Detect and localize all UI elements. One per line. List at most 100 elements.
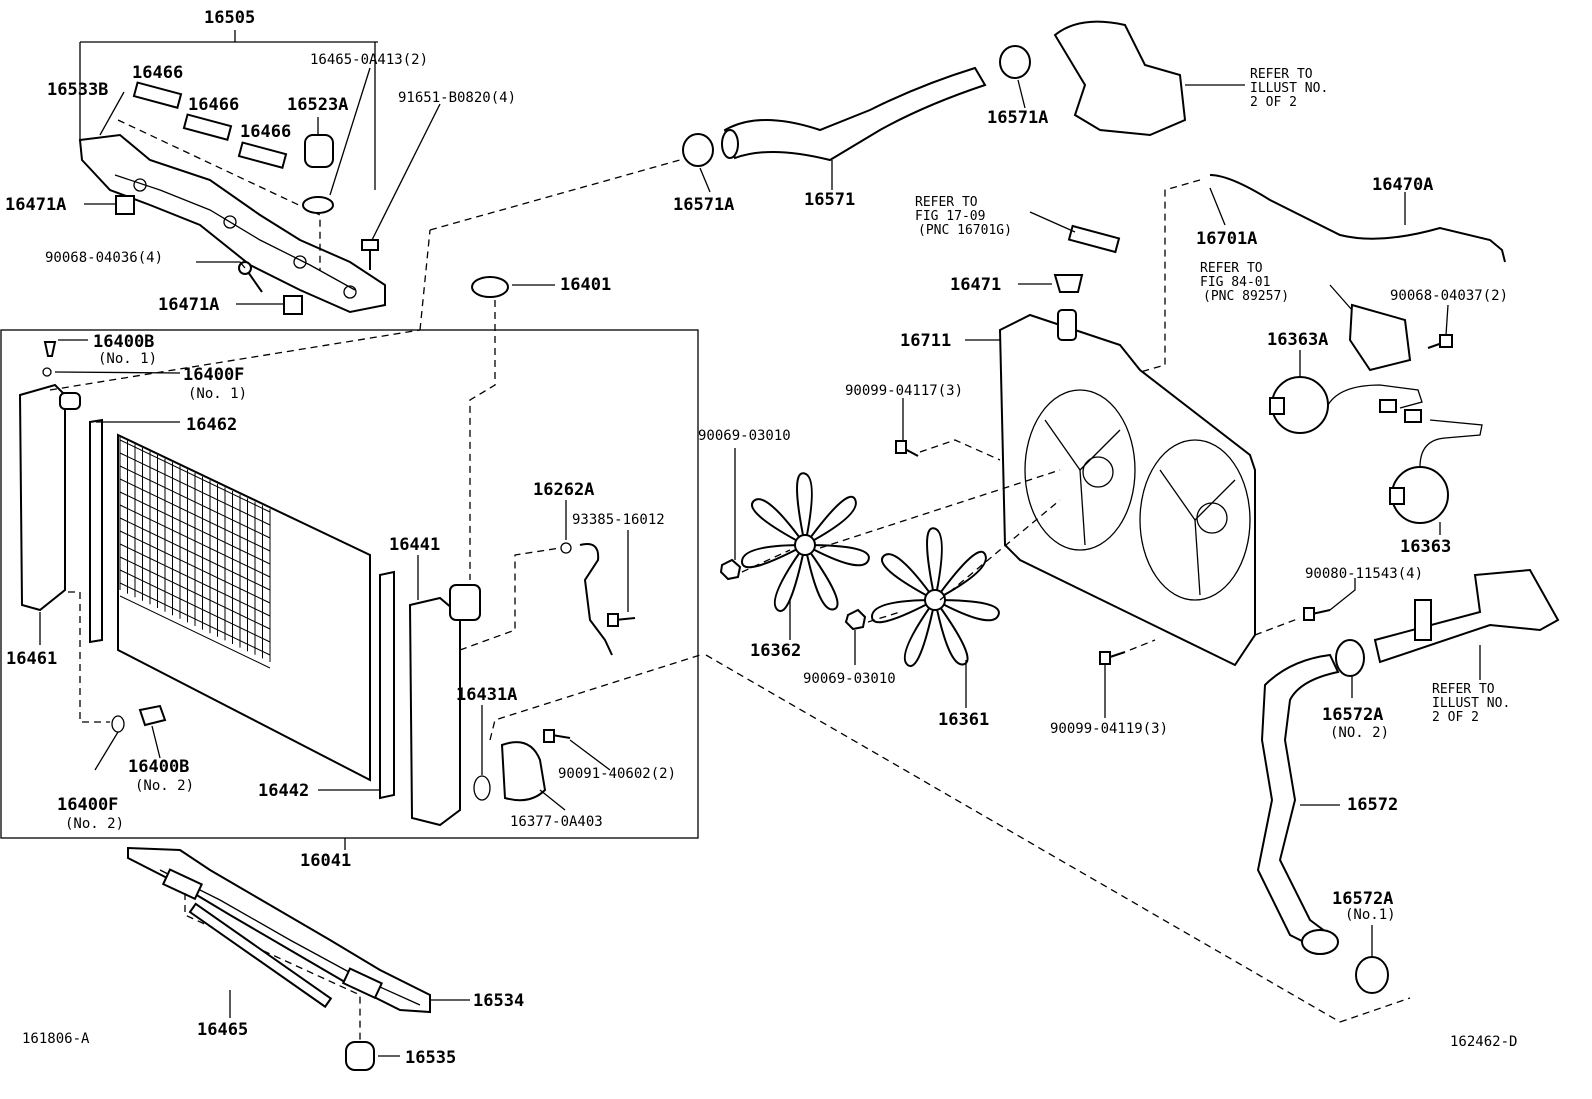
o-ring-16431A: [473, 775, 491, 801]
fan-16362: [740, 472, 870, 613]
label-16466-b: 16466: [188, 95, 239, 115]
radiator-core-grid: [119, 437, 271, 669]
label-91651: 91651-B0820(4): [398, 90, 516, 106]
clip-16471A-top: [115, 195, 135, 215]
bolt-93385: [607, 613, 636, 627]
support-bracket-group: [78, 30, 441, 315]
clamp-16571A-right: [999, 45, 1031, 79]
label-16534: 16534: [473, 991, 524, 1011]
right-tank-16441: [408, 596, 461, 827]
clamp-16572A-2: [1335, 639, 1365, 677]
label-16400B-1: 16400B: [93, 332, 154, 352]
clamp-16572A-1: [1355, 956, 1389, 994]
label-16400F-2-sub: (No. 2): [65, 816, 124, 832]
note-refer-illust-top-1: REFER TO: [1250, 67, 1313, 82]
label-16465: 16465: [197, 1020, 248, 1040]
water-outlet: [1053, 20, 1187, 137]
label-16400F-1-sub: (No. 1): [188, 386, 247, 402]
clip-16471A-bottom: [283, 295, 303, 315]
label-16400B-2: 16400B: [128, 757, 189, 777]
note-refer-illust-top-2: ILLUST NO.: [1250, 81, 1328, 96]
radiator-core: [117, 433, 371, 782]
label-16400F-1: 16400F: [183, 365, 244, 385]
label-93385: 93385-16012: [572, 512, 665, 528]
label-16471A-bottom: 16471A: [158, 295, 219, 315]
bolt-90068-04037: [1427, 334, 1453, 349]
label-16572A-1: 16572A: [1332, 889, 1393, 909]
cushion-16523A: [304, 134, 334, 168]
label-90080: 90080-11543(4): [1305, 566, 1423, 582]
note-refer-fig8401-1: REFER TO: [1200, 261, 1263, 276]
label-16466-a: 16466: [132, 63, 183, 83]
label-16401: 16401: [560, 275, 611, 295]
label-16572: 16572: [1347, 795, 1398, 815]
bolt-90099-04117: [895, 440, 919, 457]
drain-cock-16400B-2: [138, 704, 167, 727]
bolt-90091: [543, 729, 571, 743]
pad-16466-a: [132, 81, 183, 109]
clamp-16571A-left: [682, 133, 714, 167]
label-16571: 16571: [804, 190, 855, 210]
label-16572A-2-sub: (NO. 2): [1330, 725, 1389, 741]
note-refer-illust-bot-2: ILLUST NO.: [1432, 696, 1510, 711]
label-16362: 16362: [750, 641, 801, 661]
upper-hose-16571: [723, 66, 987, 162]
motors-group: [1269, 284, 1483, 535]
pad-16465: [188, 902, 333, 1009]
upper-hose-group: [682, 20, 1245, 193]
lower-support-group: [127, 846, 470, 1071]
bolt-90068-04036: [238, 261, 263, 293]
relay-module: [1348, 303, 1412, 372]
label-16465-0A413: 16465-0A413(2): [310, 52, 428, 68]
label-16470A: 16470A: [1372, 175, 1433, 195]
label-16262A: 16262A: [533, 480, 594, 500]
reservoir-cap-16471: [1053, 274, 1084, 293]
label-90091: 90091-40602(2): [558, 766, 676, 782]
label-16377: 16377-0A403: [510, 814, 603, 830]
label-16535: 16535: [405, 1048, 456, 1068]
label-16701A: 16701A: [1196, 229, 1257, 249]
left-tank-16461: [18, 383, 66, 612]
labels-group: 16505 16466 16466 16466 16465-0A413(2) 1…: [5, 8, 1517, 1068]
fans-group: [705, 448, 1411, 1023]
label-16431A: 16431A: [456, 685, 517, 705]
label-90099-04119: 90099-04119(3): [1050, 721, 1168, 737]
bolt-90080: [1303, 607, 1331, 621]
gasket-16442: [379, 570, 395, 800]
diagram-code-left: 161806-A: [22, 1031, 90, 1047]
upper-support-bracket: [78, 133, 386, 314]
bolt-91651: [361, 239, 379, 270]
label-16400B-2-sub: (No. 2): [135, 778, 194, 794]
gasket-16462: [89, 418, 103, 644]
radiator-cap-16401: [471, 276, 509, 298]
bolt-90099-04119: [1099, 651, 1126, 665]
note-refer-illust-bot-3: 2 OF 2: [1432, 710, 1479, 725]
lower-hose-group: [1256, 568, 1560, 994]
reservoir-hose-group: [1029, 174, 1506, 376]
water-inlet-pipe: [1373, 568, 1560, 664]
label-16363A: 16363A: [1267, 330, 1328, 350]
label-90099-04117: 90099-04117(3): [845, 383, 963, 399]
label-16361: 16361: [938, 710, 989, 730]
label-16400B-1-sub: (No. 1): [98, 351, 157, 367]
overflow-hose-16470A: [1209, 174, 1506, 263]
label-16571A-right: 16571A: [987, 108, 1048, 128]
fan-shroud-16711: [998, 313, 1256, 667]
note-refer-illust-top-3: 2 OF 2: [1250, 95, 1297, 110]
label-16442: 16442: [258, 781, 309, 801]
label-16572A-2: 16572A: [1322, 705, 1383, 725]
inlet-16377: [500, 741, 547, 802]
label-16572A-1-sub: (No.1): [1345, 907, 1396, 923]
fan-shroud-group: [895, 274, 1356, 718]
pad-16466-b: [182, 113, 233, 141]
label-16471A-top: 16471A: [5, 195, 66, 215]
cushion-16535: [345, 1041, 375, 1071]
radiator-assembly-box: [0, 329, 699, 839]
nut-90069-03010-a: [719, 558, 742, 581]
label-90069-03010-b: 90069-03010: [803, 671, 896, 687]
label-16571A-left: 16571A: [673, 195, 734, 215]
note-refer-fig8401-2: FIG 84-01: [1200, 275, 1270, 290]
label-90068-04036: 90068-04036(4): [45, 250, 163, 266]
fan-16361: [870, 527, 1000, 668]
